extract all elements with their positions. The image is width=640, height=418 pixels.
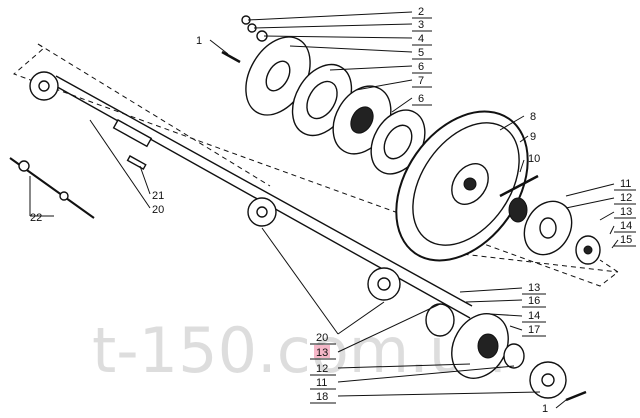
- label-16: 16: [528, 295, 540, 307]
- label-20b: 20: [316, 332, 328, 344]
- sprocket-left: [29, 71, 59, 101]
- label-4: 4: [418, 33, 424, 45]
- label-12a: 12: [620, 192, 632, 204]
- label-underlines: [310, 17, 636, 404]
- label-14a: 14: [620, 220, 632, 232]
- label-9: 9: [530, 131, 536, 143]
- label-10: 10: [528, 153, 540, 165]
- label-1a: 1: [196, 35, 202, 47]
- bolt-top: [221, 50, 241, 64]
- label-8: 8: [530, 111, 536, 123]
- large-pulley: [395, 110, 529, 262]
- label-1b: 1: [542, 403, 548, 415]
- sprocket-middle: [247, 197, 277, 227]
- highlight-box: [314, 345, 330, 358]
- label-20a: 20: [152, 204, 164, 216]
- label-14b: 14: [528, 310, 540, 322]
- leader-lines: [29, 11, 619, 409]
- label-3: 3: [418, 19, 424, 31]
- label-13b: 13: [528, 282, 540, 294]
- label-13c-highlighted: 13: [316, 347, 328, 359]
- label-6a: 6: [418, 61, 424, 73]
- flange-lower: [425, 303, 525, 379]
- label-6b: 6: [418, 93, 424, 105]
- label-15: 15: [620, 234, 632, 246]
- assembly-outline-right: [409, 247, 619, 273]
- sprocket-lower: [529, 361, 567, 399]
- callout-labels: 2 3 4 5 6 7 6 1 8 9 10 11 12 13 14 15 21…: [30, 6, 632, 415]
- label-11b: 11: [316, 377, 327, 389]
- washer-stack: [241, 15, 426, 175]
- label-18: 18: [316, 391, 328, 403]
- bolt-lower: [565, 390, 587, 402]
- label-21: 21: [152, 190, 164, 202]
- label-11a: 11: [620, 178, 631, 190]
- label-7: 7: [418, 75, 424, 87]
- label-2: 2: [418, 6, 424, 18]
- label-13a: 13: [620, 206, 632, 218]
- assembly-outline-top: [37, 43, 271, 187]
- sprocket-right: [367, 267, 401, 301]
- assembly-outline: [13, 43, 619, 287]
- label-17: 17: [528, 324, 540, 336]
- key-part: [126, 155, 147, 171]
- label-5: 5: [418, 47, 424, 59]
- label-22: 22: [30, 212, 42, 224]
- bolt-10: [499, 174, 539, 198]
- flange-upper-right: [508, 197, 601, 265]
- label-12b: 12: [316, 363, 328, 375]
- sub-shaft: [9, 157, 95, 219]
